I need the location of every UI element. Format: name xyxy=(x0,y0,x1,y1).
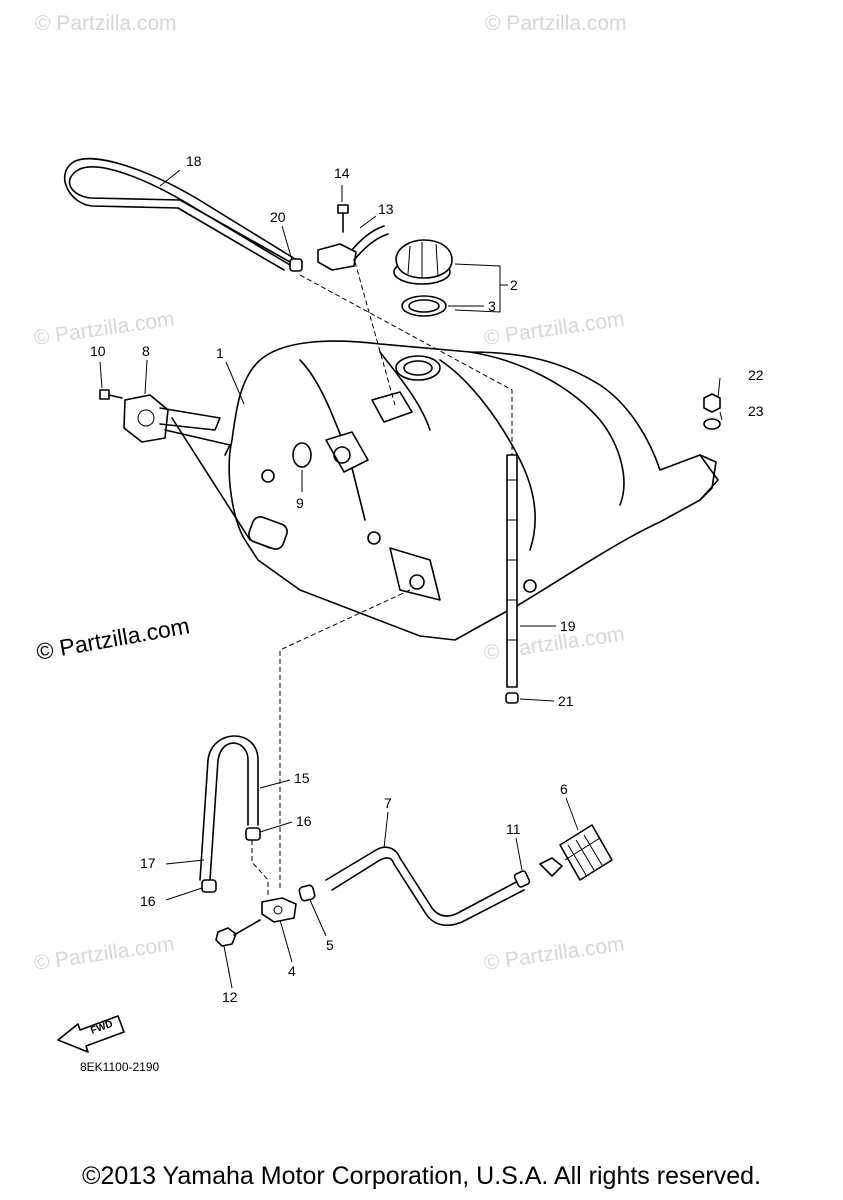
nut-part-22 xyxy=(703,393,721,413)
drawing-code: 8EK1100-2190 xyxy=(80,1060,160,1074)
callout-10: 10 xyxy=(90,343,106,359)
callout-17: 17 xyxy=(140,855,156,871)
sender-unit-part-8 xyxy=(123,394,288,550)
callout-11: 11 xyxy=(506,821,521,837)
fuel-hose-part-15 xyxy=(199,735,259,881)
grommet-part-9 xyxy=(292,442,312,468)
callout-22: 22 xyxy=(748,367,764,383)
callout-6: 6 xyxy=(560,781,568,797)
callout-9: 9 xyxy=(296,495,304,511)
watermark: © Partzilla.com xyxy=(482,622,625,664)
watermark-large: © Partzilla.com xyxy=(34,612,191,665)
leader-lines xyxy=(99,169,723,989)
copyright-notice: ©2013 Yamaha Motor Corporation, U.S.A. A… xyxy=(82,1162,761,1190)
callout-14: 14 xyxy=(334,165,350,181)
joint-part-5 xyxy=(298,884,316,902)
breather-hose-part-18 xyxy=(63,157,301,271)
hose-clip-part-11 xyxy=(513,870,531,888)
watermark: © Partzilla.com xyxy=(35,12,177,35)
callout-19: 19 xyxy=(560,618,576,634)
callout-7: 7 xyxy=(384,795,392,811)
callout-13: 13 xyxy=(378,201,394,217)
washer-part-23 xyxy=(703,418,721,430)
callout-1: 1 xyxy=(216,345,224,361)
vent-hose-part-19 xyxy=(506,454,518,688)
cap-gasket-part-3 xyxy=(401,295,447,317)
screw-part-10 xyxy=(99,389,123,400)
fuel-cock-part-4 xyxy=(261,897,297,923)
callout-16-upper: 16 xyxy=(296,813,312,829)
callout-15: 15 xyxy=(294,770,310,786)
callout-labels: 18 14 13 20 2 3 1 8 10 9 22 23 19 21 15 … xyxy=(90,153,764,1005)
fuel-cap-part-2 xyxy=(393,239,453,285)
callout-21: 21 xyxy=(558,693,574,709)
watermark: © Partzilla.com xyxy=(32,932,175,974)
hose-clip-part-16a xyxy=(245,827,261,841)
hose-end-part-21 xyxy=(505,692,519,704)
watermark: © Partzilla.com xyxy=(482,932,625,974)
callout-20: 20 xyxy=(270,209,286,225)
watermark: © Partzilla.com xyxy=(482,307,625,349)
fwd-arrow-icon: FWD xyxy=(57,1015,125,1053)
callout-5: 5 xyxy=(326,937,334,953)
bolt-part-12 xyxy=(215,919,261,947)
vent-fitting-part-13 xyxy=(317,225,389,271)
bolt-part-14 xyxy=(337,204,349,233)
hose-clip-part-20 xyxy=(289,258,303,272)
callout-12: 12 xyxy=(222,989,238,1005)
watermark: © Partzilla.com xyxy=(485,12,627,35)
callout-23: 23 xyxy=(748,403,764,419)
callout-8: 8 xyxy=(142,343,150,359)
callout-2: 2 xyxy=(510,277,518,293)
fuel-filter-part-6 xyxy=(539,824,613,881)
callout-4: 4 xyxy=(288,963,296,979)
fuel-pipe-part-7 xyxy=(325,846,525,927)
hose-clip-part-16b xyxy=(201,879,217,893)
callout-18: 18 xyxy=(186,153,202,169)
callout-3: 3 xyxy=(488,298,496,314)
fuel-tank-part-1 xyxy=(228,340,719,641)
callout-16-lower: 16 xyxy=(140,893,156,909)
